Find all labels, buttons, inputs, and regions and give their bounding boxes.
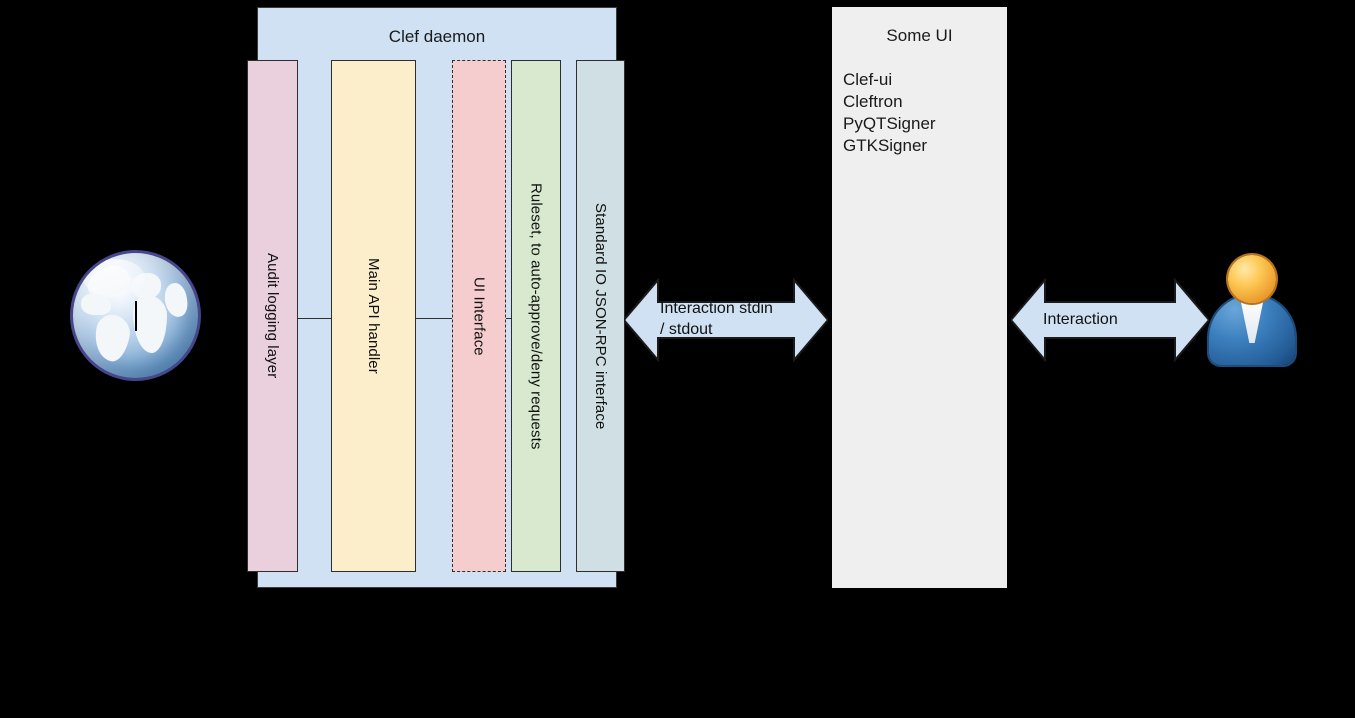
some-ui-panel: Some UI Clef-ui Cleftron PyQTSigner GTKS…: [832, 7, 1007, 588]
connector-line-audit-api: [298, 318, 332, 319]
some-ui-list: Clef-ui Cleftron PyQTSigner GTKSigner: [843, 69, 999, 157]
some-ui-title: Some UI: [886, 26, 953, 45]
user-person-icon: [1207, 255, 1295, 367]
globe-marker: [135, 301, 137, 331]
box-audit-logging-layer-label: Audit logging layer: [264, 253, 281, 379]
box-main-api-handler[interactable]: Main API handler: [331, 60, 416, 572]
box-ruleset[interactable]: Ruleset, to auto-approve/deny requests: [511, 60, 561, 572]
list-item: PyQTSigner: [843, 114, 936, 133]
globe-landmass: [81, 293, 111, 315]
globe-landmass: [91, 312, 133, 364]
interaction-arrow-label: Interaction: [1043, 311, 1118, 328]
globe-internet-icon: [73, 253, 198, 378]
list-item: Clef-ui: [843, 70, 893, 89]
interaction-double-arrow: Interaction: [1011, 278, 1209, 362]
list-item: GTKSigner: [843, 136, 928, 155]
box-standard-io-jsonrpc-label: Standard IO JSON-RPC interface: [592, 202, 609, 430]
stdio-arrow-label: Interaction stdin / stdout: [660, 300, 773, 338]
list-item: Cleftron: [843, 92, 903, 111]
box-audit-logging-layer[interactable]: Audit logging layer: [247, 60, 298, 572]
double-arrow-icon: [624, 278, 828, 362]
box-standard-io-jsonrpc[interactable]: Standard IO JSON-RPC interface: [576, 60, 625, 572]
double-arrow-icon: [1011, 278, 1209, 362]
user-head: [1228, 255, 1276, 303]
clef-daemon-container: Clef daemon: [257, 7, 617, 588]
box-ui-interface[interactable]: UI Interface: [452, 60, 506, 572]
box-ruleset-label: Ruleset, to auto-approve/deny requests: [527, 182, 545, 450]
box-ui-interface-label: UI Interface: [470, 276, 488, 356]
globe-landmass: [133, 295, 167, 353]
globe-highlight: [83, 259, 145, 297]
box-main-api-handler-label: Main API handler: [365, 258, 382, 374]
connector-line-api-ui: [415, 318, 453, 319]
stdio-double-arrow: Interaction stdin / stdout: [624, 278, 828, 362]
connector-line-ui-ruleset: [505, 318, 512, 319]
clef-daemon-title: Clef daemon: [388, 27, 486, 46]
